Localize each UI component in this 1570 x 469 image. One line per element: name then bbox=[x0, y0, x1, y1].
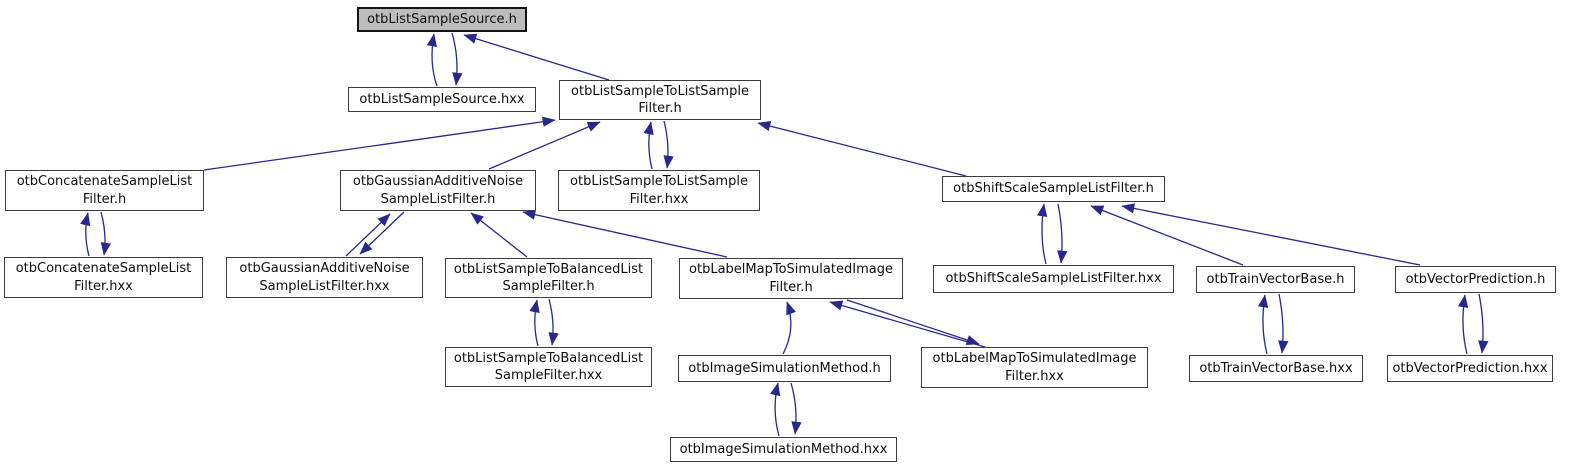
edge-concatenatehxx-to-h bbox=[80, 212, 91, 257]
edge-labelmaphxx-to-h bbox=[829, 300, 986, 348]
node-gaussianadditivenoisesamplelistfilter-h[interactable]: otbGaussianAdditiveNoise SampleListFilte… bbox=[340, 170, 536, 211]
node-labelmaptosimulatedimagefilter-h[interactable]: otbLabelMapToSimulatedImage Filter.h bbox=[679, 258, 903, 299]
edge-labelmaph-to-gaussianh bbox=[522, 209, 728, 258]
node-shiftscalesamplelistfilter-h[interactable]: otbShiftScaleSampleListFilter.h bbox=[942, 176, 1165, 202]
edge-shiftscalehxx-to-h bbox=[1037, 203, 1048, 265]
edge-balancedhxx-to-h bbox=[529, 299, 540, 347]
edge-imagesimhxx-to-h bbox=[770, 382, 781, 437]
edge-sourceh-to-sourcehxx bbox=[451, 32, 463, 86]
edge-trainvectorh-to-shiftscaleh bbox=[1090, 205, 1244, 266]
edge-gaussianh-to-hxx bbox=[359, 211, 405, 255]
node-listsamplesource-hxx[interactable]: otbListSampleSource.hxx bbox=[348, 87, 536, 112]
edge-gaussianh-to-listtolistfilterh bbox=[488, 121, 601, 170]
node-concatenatesamplelistfilter-h[interactable]: otbConcatenateSampleList Filter.h bbox=[5, 170, 204, 211]
edge-imagesimh-to-hxx bbox=[790, 382, 802, 435]
edge-gaussianhxx-to-h bbox=[345, 213, 391, 257]
edge-concatenateh-to-hxx bbox=[100, 211, 112, 256]
edge-vectorpredictionh-to-shiftscaleh bbox=[1121, 203, 1421, 266]
edge-sourcehxx-to-sourceh bbox=[426, 33, 438, 87]
node-trainvectorbase-hxx[interactable]: otbTrainVectorBase.hxx bbox=[1189, 355, 1363, 382]
edge-shiftscaleh-to-listtolistfilterh bbox=[757, 121, 967, 177]
edge-shiftscaleh-to-hxx bbox=[1057, 203, 1068, 264]
edge-listtolistfilterh-to-hxx bbox=[663, 120, 674, 169]
edge-listtolistfilterh-to-sourceh bbox=[463, 33, 610, 81]
edge-listtolistfilterhxx-to-h bbox=[643, 121, 654, 170]
node-gaussianadditivenoisesamplelistfilter-hxx[interactable]: otbGaussianAdditiveNoise SampleListFilte… bbox=[226, 257, 423, 298]
edge-labelmaph-to-hxx bbox=[846, 299, 980, 346]
node-vectorprediction-h[interactable]: otbVectorPrediction.h bbox=[1395, 266, 1556, 293]
node-imagesimulationmethod-hxx[interactable]: otbImageSimulationMethod.hxx bbox=[670, 437, 897, 462]
node-trainvectorbase-h[interactable]: otbTrainVectorBase.h bbox=[1196, 266, 1355, 293]
edge-vectorpredictionhxx-to-h bbox=[1457, 294, 1469, 355]
edge-imagesimh-to-labelmaph bbox=[782, 301, 797, 355]
edge-vectorpredictionh-to-hxx bbox=[1478, 293, 1489, 354]
edge-trainvectorh-to-hxx bbox=[1278, 293, 1289, 354]
edge-trainvectorhxx-to-h bbox=[1257, 294, 1269, 355]
node-listsampletobalancedlistsamplefilter-h[interactable]: otbListSampleToBalancedList SampleFilter… bbox=[445, 258, 652, 298]
node-listsampletolistsamplefilter-hxx[interactable]: otbListSampleToListSample Filter.hxx bbox=[558, 170, 760, 211]
edge-balancedh-to-hxx bbox=[548, 298, 559, 346]
edge-balancedh-to-gaussianh bbox=[470, 212, 528, 258]
node-listsampletolistsamplefilter-h[interactable]: otbListSampleToListSample Filter.h bbox=[559, 80, 761, 120]
node-labelmaptosimulatedimagefilter-hxx[interactable]: otbLabelMapToSimulatedImage Filter.hxx bbox=[921, 347, 1148, 388]
node-imagesimulationmethod-h[interactable]: otbImageSimulationMethod.h bbox=[678, 355, 891, 382]
node-listsampletobalancedlistsamplefilter-hxx[interactable]: otbListSampleToBalancedList SampleFilter… bbox=[445, 347, 652, 387]
node-shiftscalesamplelistfilter-hxx[interactable]: otbShiftScaleSampleListFilter.hxx bbox=[933, 265, 1174, 293]
node-listsamplesource-h[interactable]: otbListSampleSource.h bbox=[357, 7, 527, 32]
edge-concatenateh-to-listtolistfilterh bbox=[203, 116, 556, 171]
node-concatenatesamplelistfilter-hxx[interactable]: otbConcatenateSampleList Filter.hxx bbox=[4, 257, 203, 298]
node-vectorprediction-hxx[interactable]: otbVectorPrediction.hxx bbox=[1387, 355, 1553, 382]
